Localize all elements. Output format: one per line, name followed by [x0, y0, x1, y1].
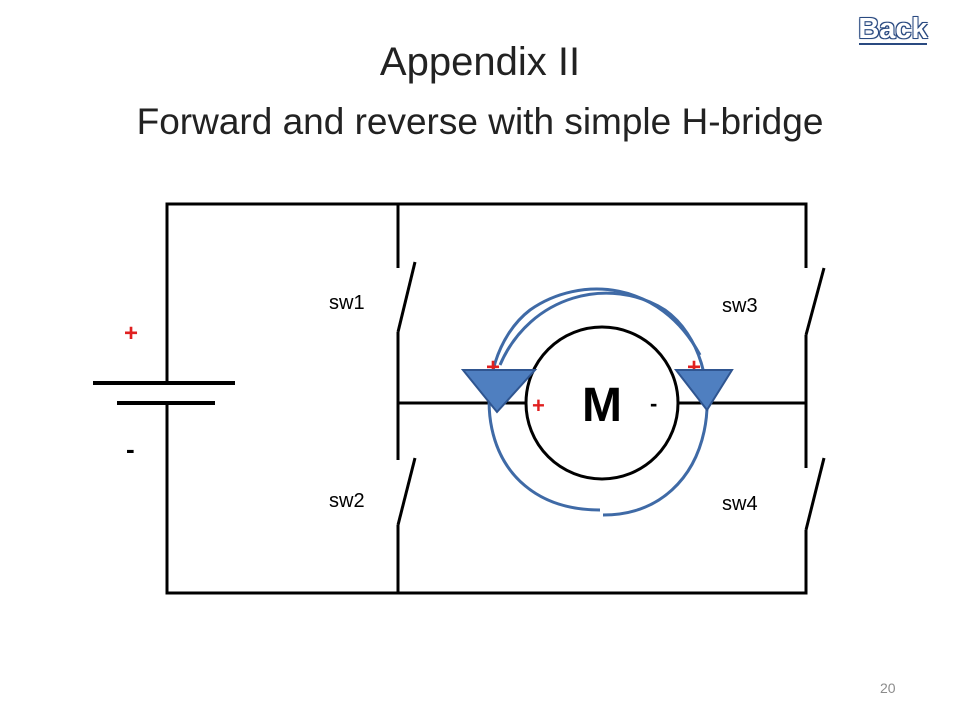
- wire-left-top: [165, 202, 808, 383]
- switch-sw4-blade: [804, 457, 826, 531]
- slide-subtitle: Forward and reverse with simple H-bridge: [136, 101, 824, 142]
- motor-terminal-minus: -: [650, 391, 657, 416]
- slide-title: Appendix II: [379, 40, 581, 84]
- wire-left-bottom: [165, 403, 808, 595]
- motor-label: M: [582, 379, 622, 432]
- arrowhead-right-icon: [673, 369, 734, 412]
- switches: [396, 261, 826, 531]
- battery-plus-label: +: [124, 320, 138, 347]
- battery-symbol: [93, 381, 235, 405]
- back-button[interactable]: Back: [853, 10, 933, 48]
- battery-minus-label: -: [126, 434, 135, 464]
- page-number: 20: [880, 680, 896, 696]
- switch-sw1-blade: [396, 261, 417, 333]
- motor-terminal-plus: +: [532, 393, 545, 418]
- sw4-label: sw4: [722, 493, 758, 515]
- sw1-label: sw1: [329, 292, 365, 314]
- motor-circle: [524, 325, 680, 481]
- circuit-wires: [165, 202, 808, 595]
- current-arrows: [487, 287, 709, 517]
- arrowhead-left-icon: [460, 369, 538, 414]
- switch-sw2-blade: [396, 457, 417, 526]
- sw3-label: sw3: [722, 295, 758, 317]
- sw2-label: sw2: [329, 490, 365, 512]
- switch-sw3-blade: [804, 267, 826, 336]
- current-arc-inner: [498, 291, 709, 517]
